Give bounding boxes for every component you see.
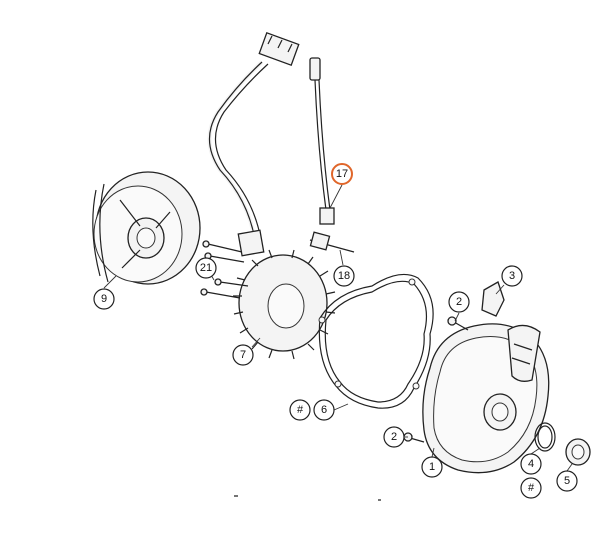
stator-coil [233, 249, 336, 360]
callout-hash-left-label: # [297, 404, 304, 416]
callout-3[interactable]: 3 [501, 265, 523, 287]
callout-17-label: 17 [336, 168, 348, 180]
callout-1-label: 1 [429, 461, 435, 473]
callout-18[interactable]: 18 [333, 265, 355, 287]
stray-marks [234, 495, 381, 501]
leader-lines [103, 184, 573, 472]
callout-4[interactable]: 4 [520, 453, 542, 475]
callout-hash-left[interactable]: # [289, 399, 311, 421]
callout-6[interactable]: 6 [313, 399, 335, 421]
callout-6-label: 6 [321, 404, 327, 416]
callout-2-top[interactable]: 2 [448, 291, 470, 313]
cover-plug [565, 438, 591, 466]
callout-7[interactable]: 7 [232, 344, 254, 366]
callout-9-label: 9 [101, 293, 107, 305]
callout-1[interactable]: 1 [421, 456, 443, 478]
callout-3-label: 3 [509, 270, 515, 282]
callout-21-label: 21 [200, 262, 212, 274]
stator-harness [207, 32, 300, 257]
callout-21[interactable]: 21 [195, 257, 217, 279]
callout-2-bottom[interactable]: 2 [383, 426, 405, 448]
callout-hash-right-label: # [528, 482, 535, 494]
callout-2-bottom-label: 2 [391, 431, 397, 443]
flywheel-rotor [92, 171, 201, 285]
ignition-cover [422, 323, 550, 474]
callout-7-label: 7 [240, 349, 246, 361]
callout-hash-right[interactable]: # [520, 477, 542, 499]
callout-4-label: 4 [528, 458, 534, 470]
callout-5-label: 5 [564, 475, 570, 487]
callout-17[interactable]: 17 [331, 163, 353, 185]
callout-2-top-label: 2 [456, 296, 462, 308]
stator-bolts [200, 240, 249, 299]
cover-bracket [481, 281, 505, 317]
pickup-sensor [309, 57, 355, 253]
cover-gasket [318, 273, 434, 409]
o-ring [534, 422, 556, 452]
callout-9[interactable]: 9 [93, 288, 115, 310]
callout-18-label: 18 [338, 270, 350, 282]
callout-5[interactable]: 5 [556, 470, 578, 492]
